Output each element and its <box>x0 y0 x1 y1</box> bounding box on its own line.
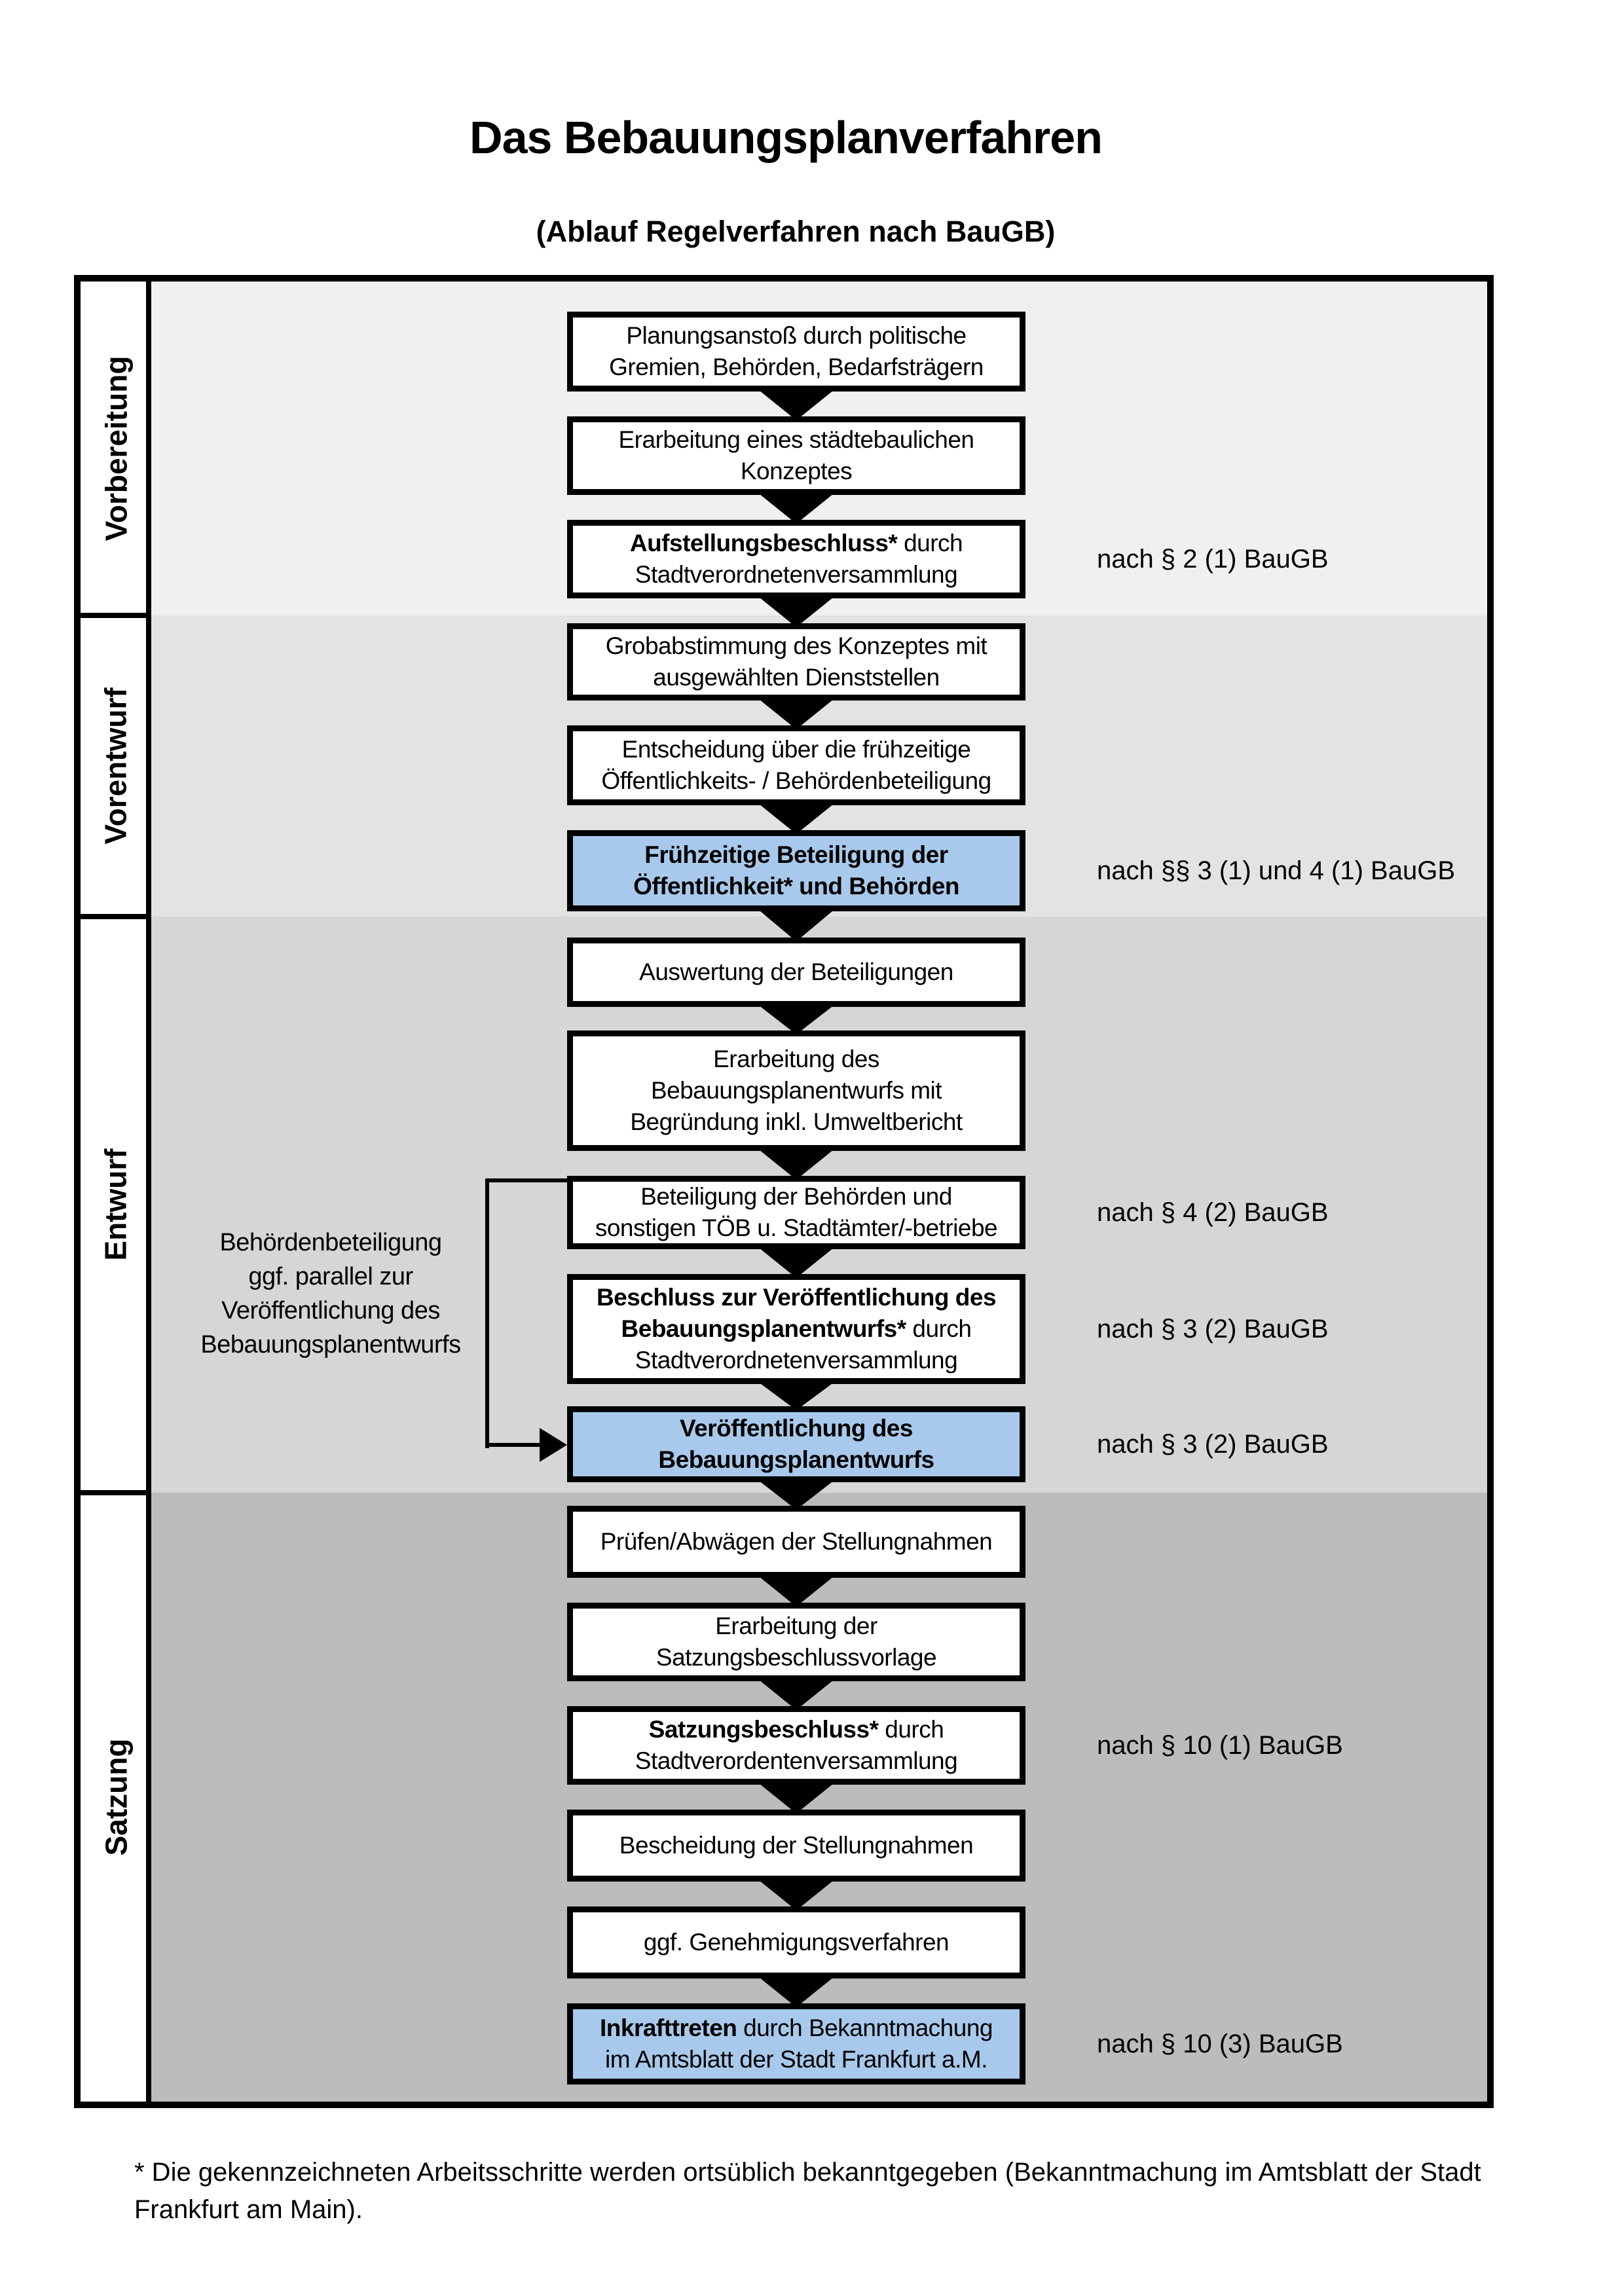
arrow-down-icon <box>756 1677 837 1710</box>
flow-box-line: Veröffentlichung des <box>680 1415 913 1442</box>
flow-box-line: Begründung inkl. Umweltbericht <box>630 1108 963 1135</box>
legal-ref: nach § 10 (3) BauGB <box>1097 2030 1343 2058</box>
arrow-down-icon <box>756 388 837 420</box>
flow-box-highlighted: Inkrafttreten durch Bekanntmachung im Amt… <box>567 2003 1025 2085</box>
arrow-down-icon <box>756 1975 837 2007</box>
flow-box-line: Öffentlichkeits- / Behördenbeteiligung <box>601 767 991 794</box>
flow-box: Beteiligung der Behörden und sonstigen TÖ… <box>567 1176 1025 1249</box>
arrow-down-icon <box>756 801 837 834</box>
flow-box-line: Satzungsbeschluss* durch <box>648 1716 944 1743</box>
page-title: Das Bebauungsplanverfahren <box>470 112 1103 163</box>
phase-divider <box>81 914 146 919</box>
phase-label-entwurf: Entwurf <box>99 1148 134 1261</box>
arrow-down-icon <box>756 907 837 941</box>
parallel-note-line: Bebauungsplanentwurfs <box>200 1331 461 1358</box>
arrow-down-icon <box>756 1478 837 1510</box>
flow-box-line: Beteiligung der Behörden und <box>640 1183 952 1210</box>
arrow-down-icon <box>756 594 837 627</box>
parallel-note-line: ggf. parallel zur <box>248 1263 413 1290</box>
legal-ref: nach § 3 (2) BauGB <box>1097 1430 1329 1459</box>
arrow-down-icon <box>756 1781 837 1813</box>
flow-box-line: im Amtsblatt der Stadt Frankfurt a.M. <box>605 2046 987 2073</box>
parallel-note-line: Veröffentlichung des <box>221 1297 440 1324</box>
flow-box-line: Planungsanstoß durch politische <box>626 322 967 349</box>
flow-box-line: Erarbeitung der <box>715 1613 877 1639</box>
flow-box-line: Inkrafttreten durch Bekanntmachung <box>600 2014 993 2041</box>
flow-box-line: Bescheidung der Stellungnahmen <box>619 1832 974 1859</box>
legal-ref: nach § 4 (2) BauGB <box>1097 1198 1329 1227</box>
flow-box: Bescheidung der Stellungnahmen <box>567 1810 1025 1882</box>
flow-box-line: Konzeptes <box>740 458 853 484</box>
flow-box-line: Bebauungsplanentwurfs mit <box>650 1077 942 1104</box>
flow-box-line: Beschluss zur Veröffentlichung des <box>596 1284 997 1311</box>
arrow-down-icon <box>756 1245 837 1278</box>
phase-label-vorentwurf: Vorentwurf <box>99 687 133 845</box>
flow-box: Grobabstimmung des Konzeptes mit ausgewäh… <box>567 623 1025 701</box>
flow-box-line: Prüfen/Abwägen der Stellungnahmen <box>600 1528 993 1555</box>
arrow-down-icon <box>756 1380 837 1410</box>
legal-ref: nach § 3 (2) BauGB <box>1097 1315 1329 1343</box>
flow-box-line: Bebauungsplanentwurfs <box>658 1446 934 1473</box>
flow-box: Prüfen/Abwägen der Stellungnahmen <box>567 1506 1025 1578</box>
phase-label-vorbereitung: Vorbereitung <box>99 355 134 541</box>
flow-box-line: Stadtverordnetenversammlung <box>635 1347 958 1374</box>
flow-box-line: Satzungsbeschlussvorlage <box>655 1644 937 1671</box>
parallel-connector-vertical-line <box>485 1178 489 1448</box>
flow-box-line: Auswertung der Beteiligungen <box>639 958 953 985</box>
legal-ref: nach §§ 3 (1) und 4 (1) BauGB <box>1097 856 1455 885</box>
flow-box-line: Bebauungsplanentwurfs* durch <box>621 1315 972 1342</box>
phase-divider <box>81 613 146 618</box>
flow-box-line: Gremien, Behörden, Bedarfsträgern <box>609 354 984 380</box>
flow-box: Auswertung der Beteiligungen <box>567 938 1025 1007</box>
phase-label-satzung: Satzung <box>99 1738 134 1856</box>
flow-box-line: sonstigen TÖB u. Stadtämter/-betriebe <box>595 1214 998 1241</box>
flow-box-line: ggf. Genehmigungsverfahren <box>643 1929 950 1956</box>
flow-box-line: Frühzeitige Beteiligung der <box>644 841 948 868</box>
legal-ref: nach § 2 (1) BauGB <box>1097 545 1329 574</box>
flow-box-line: Öffentlichkeit* und Behörden <box>633 873 959 900</box>
phase-label-column <box>81 282 151 2102</box>
footnote-line: * Die gekennzeichneten Arbeitsschritte w… <box>134 2158 1481 2187</box>
footnote: * Die gekennzeichneten Arbeitsschritte w… <box>134 2154 1536 2229</box>
phase-divider <box>81 1490 146 1495</box>
legal-ref: nach § 10 (1) BauGB <box>1097 1731 1343 1760</box>
flow-box-line: Aufstellungsbeschluss* durch <box>629 530 963 556</box>
flow-box-line: Entscheidung über die frühzeitige <box>621 736 971 763</box>
flow-box-line: Stadtverordentenversammlung <box>635 1747 958 1774</box>
parallel-connector-bottom-line <box>485 1443 545 1447</box>
arrow-down-icon <box>756 1147 837 1180</box>
flow-box-line: ausgewählten Dienststellen <box>653 664 940 691</box>
flow-box-line: Stadtverordnetenversammlung <box>635 561 958 588</box>
parallel-connector-top-stub <box>485 1178 567 1182</box>
flow-box: ggf. Genehmigungsverfahren <box>567 1906 1025 1978</box>
parallel-note: Behördenbeteiligung ggf. parallel zur Ve… <box>183 1226 478 1362</box>
flow-box-line: Grobabstimmung des Konzeptes mit <box>605 632 987 659</box>
parallel-note-line: Behördenbeteiligung <box>219 1229 442 1256</box>
flow-box-line: Erarbeitung des <box>713 1046 879 1072</box>
right-arrow-icon <box>540 1428 567 1462</box>
arrow-down-icon <box>756 1003 837 1034</box>
arrow-down-icon <box>756 697 837 729</box>
flow-box-line: Erarbeitung eines städtebaulichen <box>618 426 975 453</box>
page-subtitle: (Ablauf Regelverfahren nach BauGB) <box>536 215 1056 248</box>
arrow-down-icon <box>756 491 837 524</box>
arrow-down-icon <box>756 1878 837 1910</box>
arrow-down-icon <box>756 1574 837 1607</box>
footnote-line: Frankfurt am Main). <box>134 2195 363 2224</box>
